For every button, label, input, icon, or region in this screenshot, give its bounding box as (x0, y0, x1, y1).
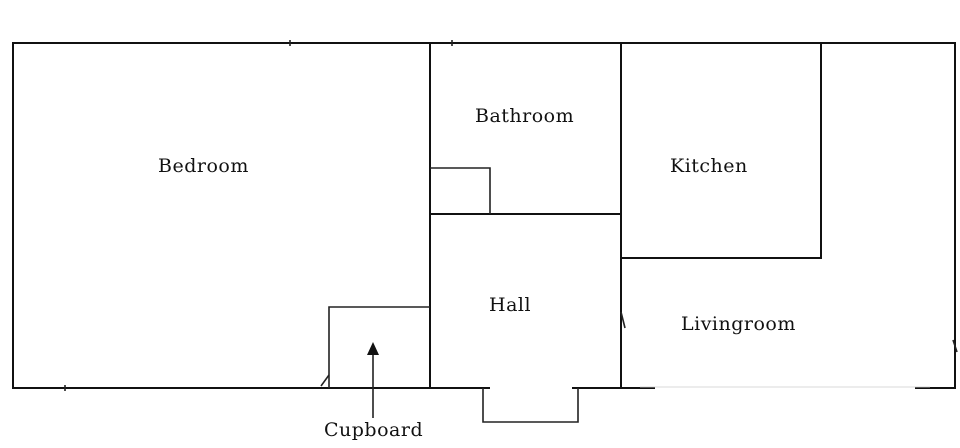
livingroom-door-tick (620, 311, 626, 329)
cupboard-arrow-head (367, 342, 379, 355)
right-wall-tick (952, 339, 958, 353)
bathroom-fixture-box (430, 167, 491, 214)
kitchen-wall (621, 43, 822, 259)
room-label-livingroom: Livingroom (681, 313, 796, 335)
entrance-porch (482, 388, 579, 423)
cupboard-box (328, 306, 430, 388)
room-label-kitchen: Kitchen (670, 155, 748, 177)
outer-wall (12, 42, 956, 389)
callout-label-cupboard: Cupboard (324, 419, 424, 441)
room-label-bathroom: Bathroom (475, 105, 575, 127)
cupboard-door-tick (320, 374, 330, 387)
room-label-hall: Hall (489, 294, 532, 316)
room-label-bedroom: Bedroom (158, 155, 249, 177)
